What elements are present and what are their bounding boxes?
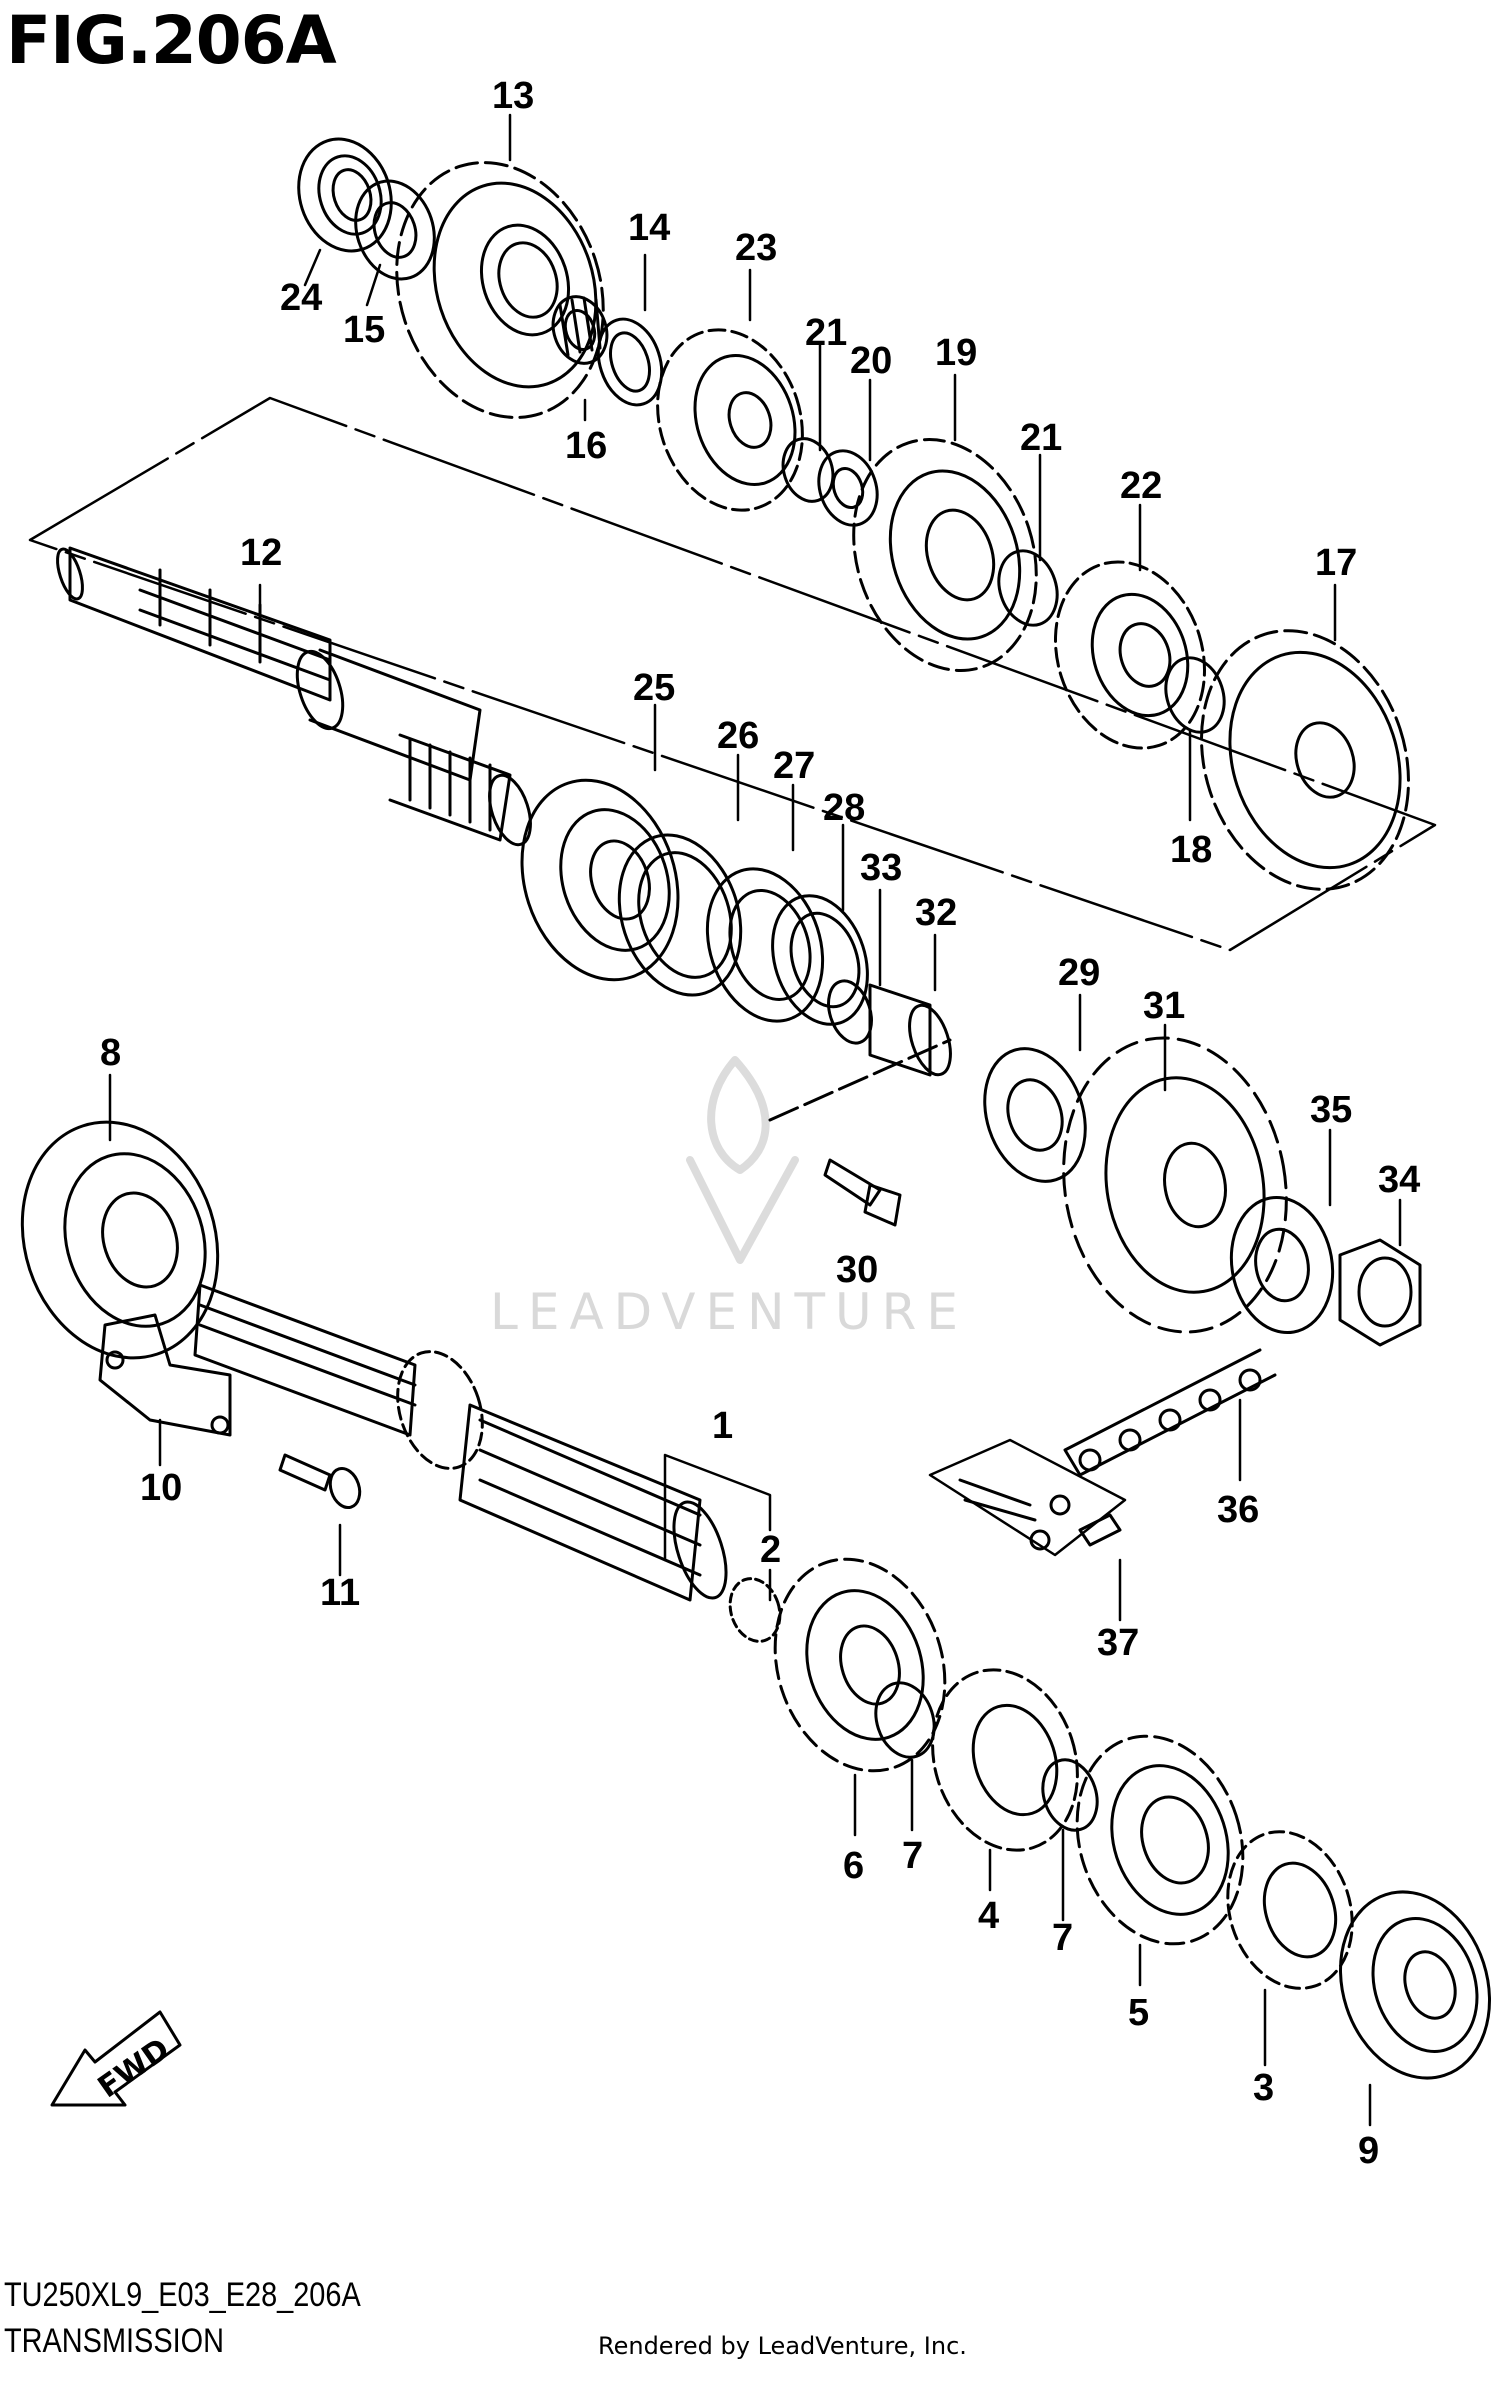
nut-34 [1338,1238,1422,1347]
callout-29: 29 [1058,952,1100,994]
gear-23 [656,328,804,512]
callout-34: 34 [1378,1159,1420,1201]
washer-35 [1229,1195,1335,1335]
callout-35: 35 [1310,1089,1352,1131]
callout-15: 15 [343,309,385,351]
callout-7-lower: 7 [1052,1917,1073,1959]
watermark-text: LEADVENTURE [490,1283,968,1341]
washer-15 [354,179,436,281]
fwd-label: FWD [92,2032,176,2106]
circlip-7-upper [874,1681,936,1759]
gear-4 [931,1668,1079,1852]
callout-22: 22 [1120,465,1162,507]
bolt-30 [768,1038,952,1227]
callout-20: 20 [850,340,892,382]
watermark-logo-icon [686,1056,799,1264]
circlip-18 [1164,656,1226,734]
circlip-21-middle [997,549,1059,627]
bearing-25 [520,778,680,982]
drive-chain-36 [1063,1348,1277,1477]
figure-name: TRANSMISSION [4,2322,224,2360]
gear-13 [395,161,605,419]
washer-26 [617,833,743,997]
oil-seal-27 [705,867,825,1023]
callout-27: 27 [773,745,815,787]
callout-4: 4 [978,1895,999,1937]
figure-code: TU250XL9_E03_E28_206A [4,2276,361,2314]
callout-21-middle: 21 [1020,417,1062,459]
callout-33: 33 [860,847,902,889]
bearing-8 [20,1120,220,1360]
washer-14 [596,317,664,407]
gear-19 [852,438,1038,672]
retainer-10 [98,1313,232,1437]
callout-19: 19 [935,332,977,374]
callout-5: 5 [1128,1992,1149,2034]
callout-36: 36 [1217,1489,1259,1531]
gear-3 [1226,1830,1354,1990]
countershaft-group-outline [28,396,1437,952]
gear-6 [773,1557,947,1773]
callout-12: 12 [240,532,282,574]
gear-22 [1053,560,1207,750]
callout-7-upper: 7 [902,1835,923,1877]
callout-11: 11 [320,1572,360,1614]
countershaft-12 [56,546,532,847]
callout-31: 31 [1143,985,1185,1027]
callout-18: 18 [1170,829,1212,871]
callout-2: 2 [760,1529,781,1571]
needle-bearing-16 [551,295,609,365]
callout-13: 13 [492,75,534,117]
fwd-arrow-icon [50,2010,182,2107]
screw-11 [278,1453,362,1510]
chain-joint-37 [928,1438,1127,1557]
gear-17 [1200,629,1410,891]
callout-24: 24 [280,277,322,319]
gear-5 [1075,1734,1245,1946]
callouts: 13 14 23 21 20 19 21 22 17 18 16 12 24 1… [100,75,1420,2172]
o-ring-28 [771,894,869,1026]
circlip-21-upper [781,437,835,503]
figure-title: FIG.206A [6,2,337,79]
callout-32: 32 [915,892,957,934]
callout-21-upper: 21 [805,312,847,354]
circlip-7-lower [1041,1758,1099,1832]
callout-6: 6 [843,1845,864,1887]
washer-29 [983,1047,1087,1183]
spacer-32 [868,983,952,1077]
callout-9: 9 [1358,2130,1379,2172]
leader-lines [108,113,1402,2127]
callout-25: 25 [633,667,675,709]
bushing-2 [728,1577,782,1643]
rendered-by-credit: Rendered by LeadVenture, Inc. [598,2332,967,2360]
callout-14: 14 [628,207,670,249]
sprocket-31 [1062,1036,1288,1334]
callout-28: 28 [823,787,865,829]
callout-1: 1 [712,1405,733,1447]
driveshaft-1 [193,1283,728,1602]
callout-8: 8 [100,1032,121,1074]
callout-37: 37 [1097,1622,1139,1664]
callout-23: 23 [735,227,777,269]
bearing-9 [1338,1890,1492,2080]
callout-3: 3 [1253,2067,1274,2109]
callout-30: 30 [836,1249,878,1291]
callout-17: 17 [1315,542,1357,584]
callout-26: 26 [717,715,759,757]
callout-10: 10 [140,1467,182,1509]
bearing-24 [297,137,393,253]
washer-20 [817,449,879,527]
callout-16: 16 [565,425,607,467]
